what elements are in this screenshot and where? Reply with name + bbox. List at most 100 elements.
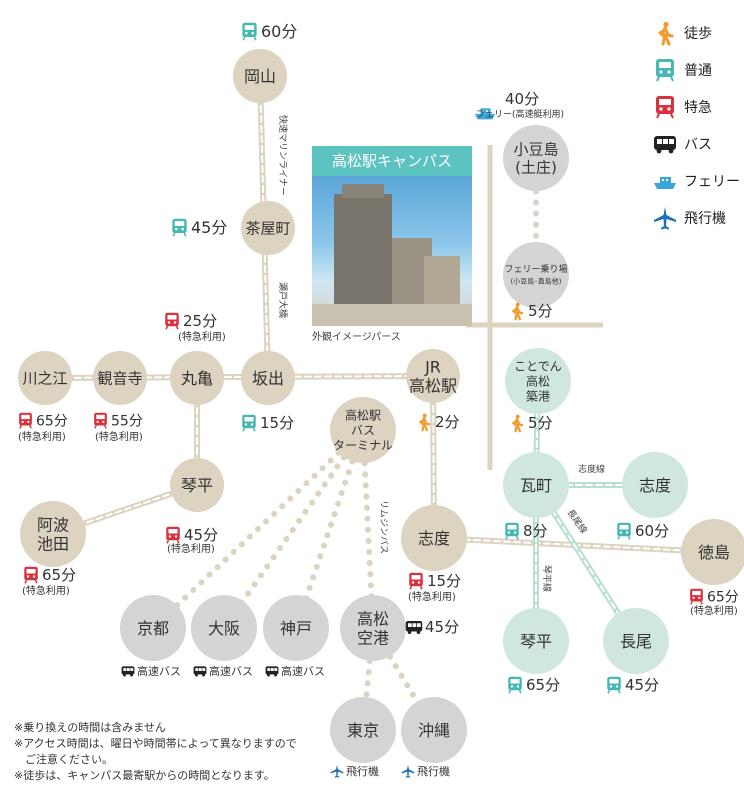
travel-time-kawanoe: 65分(特急利用) [18,412,68,443]
express-train-icon [19,412,32,429]
station-name: フェリー乗り場 [504,263,567,275]
note-line: ※乗り換えの時間は含みません [14,721,166,734]
station-name: 小豆島 [513,140,558,158]
bus-icon [121,666,135,677]
travel-time-chayamachi: 45分 [172,218,227,237]
travel-time-value: 飛行機 [346,764,379,778]
station-name: 志度 [418,529,450,548]
local-train-icon [242,414,256,432]
station-name: (土庄) [515,158,557,176]
travel-time-airport: 45分 [405,618,459,636]
travel-time-chikko: 5分 [512,414,553,433]
express-train-icon [656,96,674,119]
note-line: ※アクセス時間は、曜日や時間帯によって異なりますので [14,737,297,750]
travel-time-value: 8分 [523,522,548,540]
legend-label: バス [684,137,712,153]
station-sakaide: 坂出 [241,351,295,405]
airplane-icon [330,764,344,778]
station-name: バス [351,423,375,437]
travel-time-shido-kotoden: 60分 [617,522,669,540]
express-train-icon [690,588,703,605]
legend-item: 飛行機 [652,205,744,231]
walk-icon [512,414,524,433]
notes: ※乗り換えの時間は含みません ※アクセス時間は、曜日や時間帯によって異なりますの… [14,720,297,784]
travel-time-marugame: 25分(特急利用) [165,312,226,343]
station-name: 志度 [639,476,671,495]
legend-item: 徒歩 [652,20,744,46]
local-train-icon [505,522,519,540]
travel-time-value: 2分 [435,413,460,431]
travel-time-note: (特急利用) [178,330,226,343]
station-name: 京都 [137,619,169,638]
legend: 徒歩普通特急バスフェリー飛行機 [652,20,744,242]
travel-time-kotohira-e: 65分 [508,676,560,694]
travel-time-value: 高速バス [281,664,325,678]
travel-time-kotohira-w: 45分(特急利用) [166,526,218,555]
station-name: 長尾 [620,632,652,651]
line-label-limousine-bus: リムジンバス [378,500,389,554]
station-shido-kotoden: 志度 [622,452,688,518]
station-nagao: 長尾 [603,608,669,674]
travel-time-kyoto: 高速バス [121,664,181,678]
express-train-icon [166,526,180,544]
station-name: 東京 [347,721,379,740]
ferry-icon [654,177,676,189]
line-label-marine-liner: 快速マリンライナー [277,115,289,196]
travel-time-value: 15分 [260,414,294,432]
station-kawaramachi: 瓦町 [503,452,569,518]
station-name: 琴平 [520,632,552,651]
travel-time-sakaide: 15分 [242,414,294,432]
travel-time-value: 65分 [707,589,739,605]
bus-icon [193,666,207,677]
campus-building-image [312,176,472,326]
travel-time-value: 高速バス [137,664,181,678]
station-name: 徳島 [698,543,730,562]
station-okayama: 岡山 [233,49,287,103]
station-name: ことでん [514,359,562,373]
station-name: 琴平 [181,476,213,495]
travel-time-value: 高速バス [209,664,253,678]
line-label-kotohira-line: 琴平線 [541,565,553,592]
legend-label: 徒歩 [684,26,712,42]
local-train-icon [508,676,522,694]
local-train-icon [607,676,621,694]
travel-time-nagao: 45分 [607,676,659,694]
express-train-icon [94,412,107,429]
legend-label: 飛行機 [684,211,726,227]
airplane-icon [654,207,676,230]
travel-time-value: 15分 [427,572,461,590]
travel-time-kobe: 高速バス [265,664,325,678]
local-train-icon [656,59,674,82]
express-train-icon [656,96,674,119]
station-kobe: 神戸 [263,595,329,661]
local-train-icon [617,522,631,540]
express-train-icon [409,572,423,590]
campus-photo-title: 高松駅キャンパス [312,146,472,176]
travel-time-value: 60分 [261,22,297,41]
station-tokyo: 東京 [330,697,396,763]
travel-time-note: (特急利用) [408,590,456,603]
travel-time-value: 5分 [528,414,553,432]
note-line: ご注意ください。 [14,753,113,766]
legend-label: フェリー [684,174,740,190]
walk-icon [658,21,674,46]
travel-time-okinawa: 飛行機 [401,764,450,778]
travel-time-note: (特急利用) [18,430,66,443]
station-nodes: 岡山茶屋町坂出丸亀観音寺川之江琴平阿波池田JR高松駅高松駅バスターミナル志度徳島… [18,49,744,763]
travel-time-value: 55分 [111,413,143,429]
legend-item: バス [652,131,744,157]
travel-time-osaka: 高速バス [193,664,253,678]
walk-icon [419,413,431,432]
travel-time-awaikeda: 65分(特急利用) [22,566,76,597]
station-name: 空港 [357,628,389,647]
station-name: 大阪 [208,619,240,638]
station-name: 高松駅 [345,407,381,422]
walk-icon [658,21,674,46]
station-chayamachi: 茶屋町 [241,201,295,255]
travel-time-value: 飛行機 [417,764,450,778]
legend-label: 普通 [684,63,712,79]
